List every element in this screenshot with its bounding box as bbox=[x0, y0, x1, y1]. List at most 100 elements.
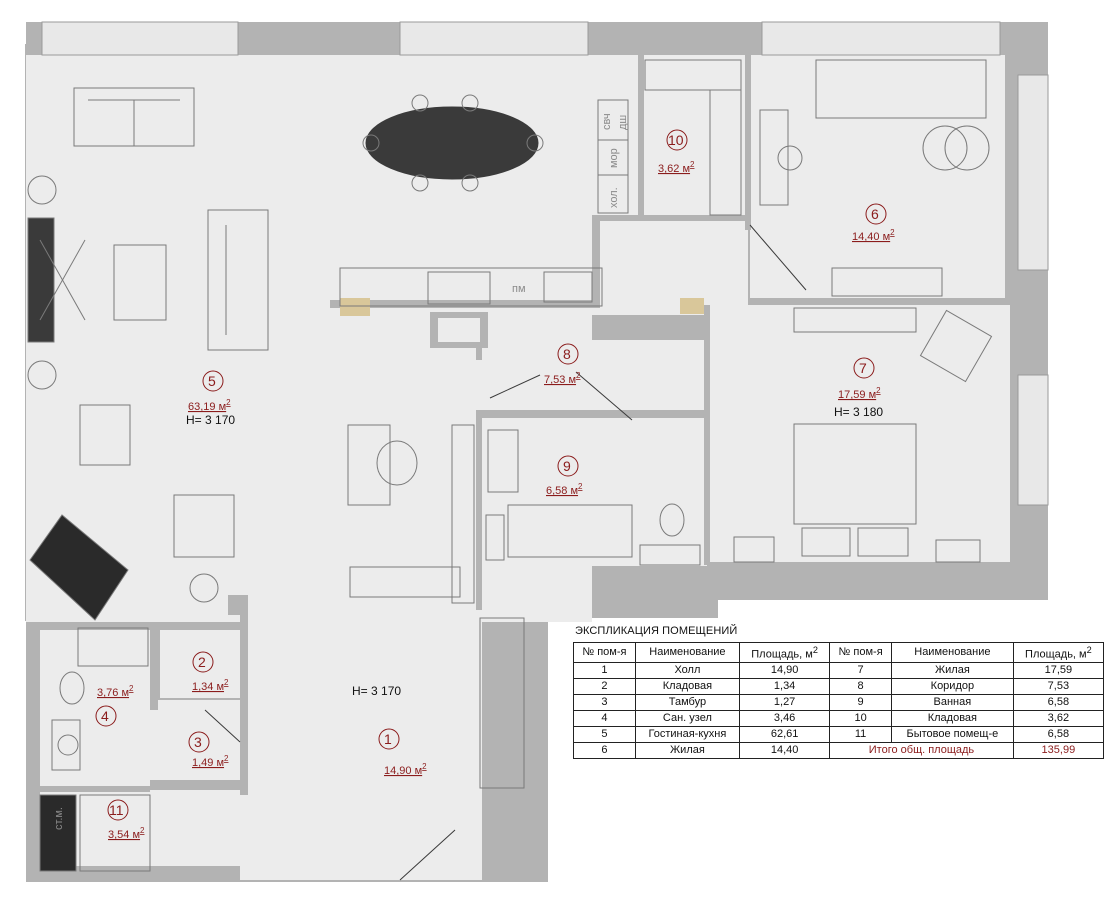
table-cell: Жилая bbox=[634, 741, 741, 759]
room-4-area: 3,76 м bbox=[97, 687, 129, 699]
table-cell: 2 bbox=[573, 677, 636, 695]
room-5-number: 5 bbox=[208, 373, 216, 389]
freezer-label: мор bbox=[608, 148, 620, 168]
furniture bbox=[27, 59, 993, 881]
table-cell: Бытовое помещ-е bbox=[891, 725, 1014, 743]
dishwasher-label: пм bbox=[512, 283, 526, 295]
table-cell: 8 bbox=[829, 677, 892, 695]
table-cell: 3 bbox=[573, 693, 636, 711]
table-cell: 14,40 bbox=[739, 741, 831, 759]
svg-text:3,54 м2: 3,54 м2 bbox=[108, 826, 145, 841]
table-cell: Кладовая bbox=[891, 709, 1014, 727]
columns bbox=[340, 298, 704, 316]
room-7-number: 7 bbox=[859, 360, 867, 376]
table-cell: Коридор bbox=[891, 677, 1014, 695]
room-6-number: 6 bbox=[871, 206, 879, 222]
room-1-area: 14,90 м bbox=[384, 765, 422, 777]
svg-text:3,62 м2: 3,62 м2 bbox=[658, 160, 695, 175]
table-cell: 11 bbox=[829, 725, 892, 743]
svg-text:17,59 м2: 17,59 м2 bbox=[838, 386, 881, 401]
appliance-labels: свч дш мор хол. пм ст.м. bbox=[53, 113, 629, 830]
fridge-label: хол. bbox=[608, 187, 620, 208]
washer-label: ст.м. bbox=[53, 807, 65, 830]
table-cell: 7 bbox=[829, 661, 892, 679]
table-cell: 6,58 bbox=[1012, 693, 1105, 711]
header-num-2: № пом-я bbox=[829, 642, 892, 663]
table-cell: 62,61 bbox=[739, 725, 831, 743]
room-8-area: 7,53 м bbox=[544, 374, 576, 386]
room-6-area: 14,40 м bbox=[852, 231, 890, 243]
svg-text:63,19 м2: 63,19 м2 bbox=[188, 398, 231, 413]
table-cell: 6,58 bbox=[1012, 725, 1105, 743]
svg-text:1,34 м2: 1,34 м2 bbox=[192, 678, 229, 693]
header-num-1: № пом-я bbox=[573, 642, 636, 663]
header-name-1: Наименование bbox=[634, 642, 741, 663]
table-cell: Тамбур bbox=[634, 693, 741, 711]
svg-text:7,53 м2: 7,53 м2 bbox=[544, 371, 581, 386]
table-cell: 4 bbox=[573, 709, 636, 727]
windows bbox=[41, 21, 1049, 506]
explication-title: ЭКСПЛИКАЦИЯ ПОМЕЩЕНИЙ bbox=[575, 625, 738, 637]
table-cell: 9 bbox=[829, 693, 892, 711]
table-cell: 6 bbox=[573, 741, 636, 759]
svg-text:14,90 м2: 14,90 м2 bbox=[384, 762, 427, 777]
svg-text:1,49 м2: 1,49 м2 bbox=[192, 754, 229, 769]
table-cell: Сан. узел bbox=[634, 709, 741, 727]
room-2-area: 1,34 м bbox=[192, 681, 224, 693]
room-5-height: H= 3 170 bbox=[186, 413, 235, 427]
table-cell: 14,90 bbox=[739, 661, 831, 679]
room-2-number: 2 bbox=[198, 654, 206, 670]
table-cell: Жилая bbox=[891, 661, 1014, 679]
total-area-value: 135,99 bbox=[1012, 741, 1105, 759]
microwave-label: свч bbox=[601, 113, 613, 130]
table-cell: 10 bbox=[829, 709, 892, 727]
room-1-number: 1 bbox=[384, 731, 392, 747]
room-3-area: 1,49 м bbox=[192, 757, 224, 769]
room-11-number: 11 bbox=[109, 802, 124, 818]
header-area-2: Площадь, м2 bbox=[1012, 642, 1105, 663]
header-name-2: Наименование bbox=[891, 642, 1014, 663]
room-areas: 14,90 м2 1,34 м2 1,49 м2 3,76 м2 63,19 м… bbox=[97, 160, 895, 841]
room-8-number: 8 bbox=[563, 346, 571, 362]
table-cell: 1,27 bbox=[739, 693, 831, 711]
explication: ЭКСПЛИКАЦИЯ ПОМЕЩЕНИЙ № пом-я Наименован… bbox=[573, 625, 1105, 759]
room-11-area: 3,54 м bbox=[108, 829, 140, 841]
table-cell: 3,62 bbox=[1012, 709, 1105, 727]
table-cell: Холл bbox=[634, 661, 741, 679]
room-10-number: 10 bbox=[668, 132, 684, 148]
header-area-1: Площадь, м2 bbox=[739, 642, 831, 663]
room-4-number: 4 bbox=[101, 708, 109, 724]
table-cell: 1 bbox=[573, 661, 636, 679]
table-cell: Ванная bbox=[891, 693, 1014, 711]
table-cell: 7,53 bbox=[1012, 677, 1105, 695]
table-header-row: № пом-я Наименование Площадь, м2 № пом-я… bbox=[573, 642, 1105, 663]
room-10-area: 3,62 м bbox=[658, 163, 690, 175]
table-cell: Гостиная-кухня bbox=[634, 725, 741, 743]
explication-table: № пом-я Наименование Площадь, м2 № пом-я… bbox=[573, 642, 1105, 759]
total-area-label: Итого общ. площадь bbox=[829, 741, 1014, 759]
room-1-height: H= 3 170 bbox=[352, 684, 401, 698]
table-cell: 1,34 bbox=[739, 677, 831, 695]
svg-text:3,76 м2: 3,76 м2 bbox=[97, 684, 134, 699]
shower-label: дш bbox=[617, 115, 629, 130]
svg-text:14,40 м2: 14,40 м2 bbox=[852, 228, 895, 243]
table-cell: 5 bbox=[573, 725, 636, 743]
room-5-area: 63,19 м bbox=[188, 401, 226, 413]
table-cell: 17,59 bbox=[1012, 661, 1105, 679]
svg-text:6,58 м2: 6,58 м2 bbox=[546, 482, 583, 497]
room-7-height: H= 3 180 bbox=[834, 405, 883, 419]
table-cell: Кладовая bbox=[634, 677, 741, 695]
room-7-area: 17,59 м bbox=[838, 389, 876, 401]
room-9-number: 9 bbox=[563, 458, 571, 474]
room-labels bbox=[95, 129, 887, 821]
room-heights: H= 3 170 H= 3 170 H= 3 180 bbox=[186, 405, 883, 698]
room-9-area: 6,58 м bbox=[546, 485, 578, 497]
